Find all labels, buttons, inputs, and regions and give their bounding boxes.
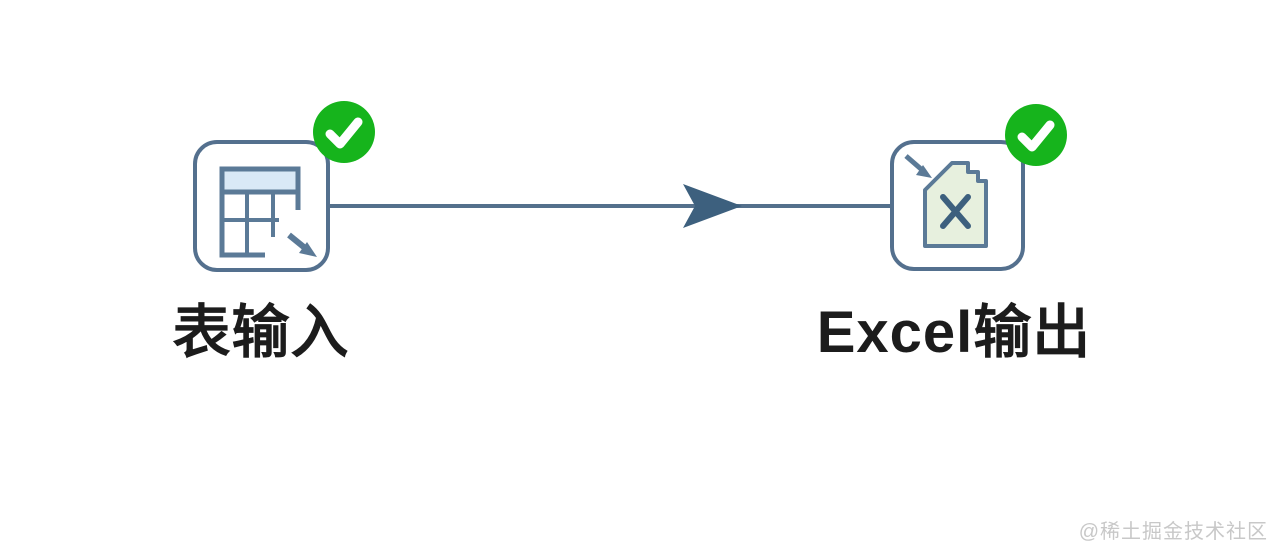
- step-label-table-input[interactable]: 表输入: [172, 300, 350, 365]
- success-check-icon: [1005, 104, 1067, 166]
- excel-output-file-icon: [904, 154, 988, 248]
- excel-x-letter: [940, 194, 971, 229]
- success-check-icon: [313, 101, 375, 163]
- export-arrow-icon: [287, 232, 307, 251]
- input-arrow-icon: [904, 154, 923, 171]
- hop-arrowhead-icon: [683, 184, 742, 228]
- step-box-table-input[interactable]: [193, 140, 330, 272]
- table-input-icon: [219, 166, 317, 258]
- step-label-excel-output[interactable]: Excel输出: [816, 300, 1092, 365]
- step-box-excel-output[interactable]: [890, 140, 1025, 271]
- watermark: @稀土掘金技术社区: [1078, 521, 1268, 543]
